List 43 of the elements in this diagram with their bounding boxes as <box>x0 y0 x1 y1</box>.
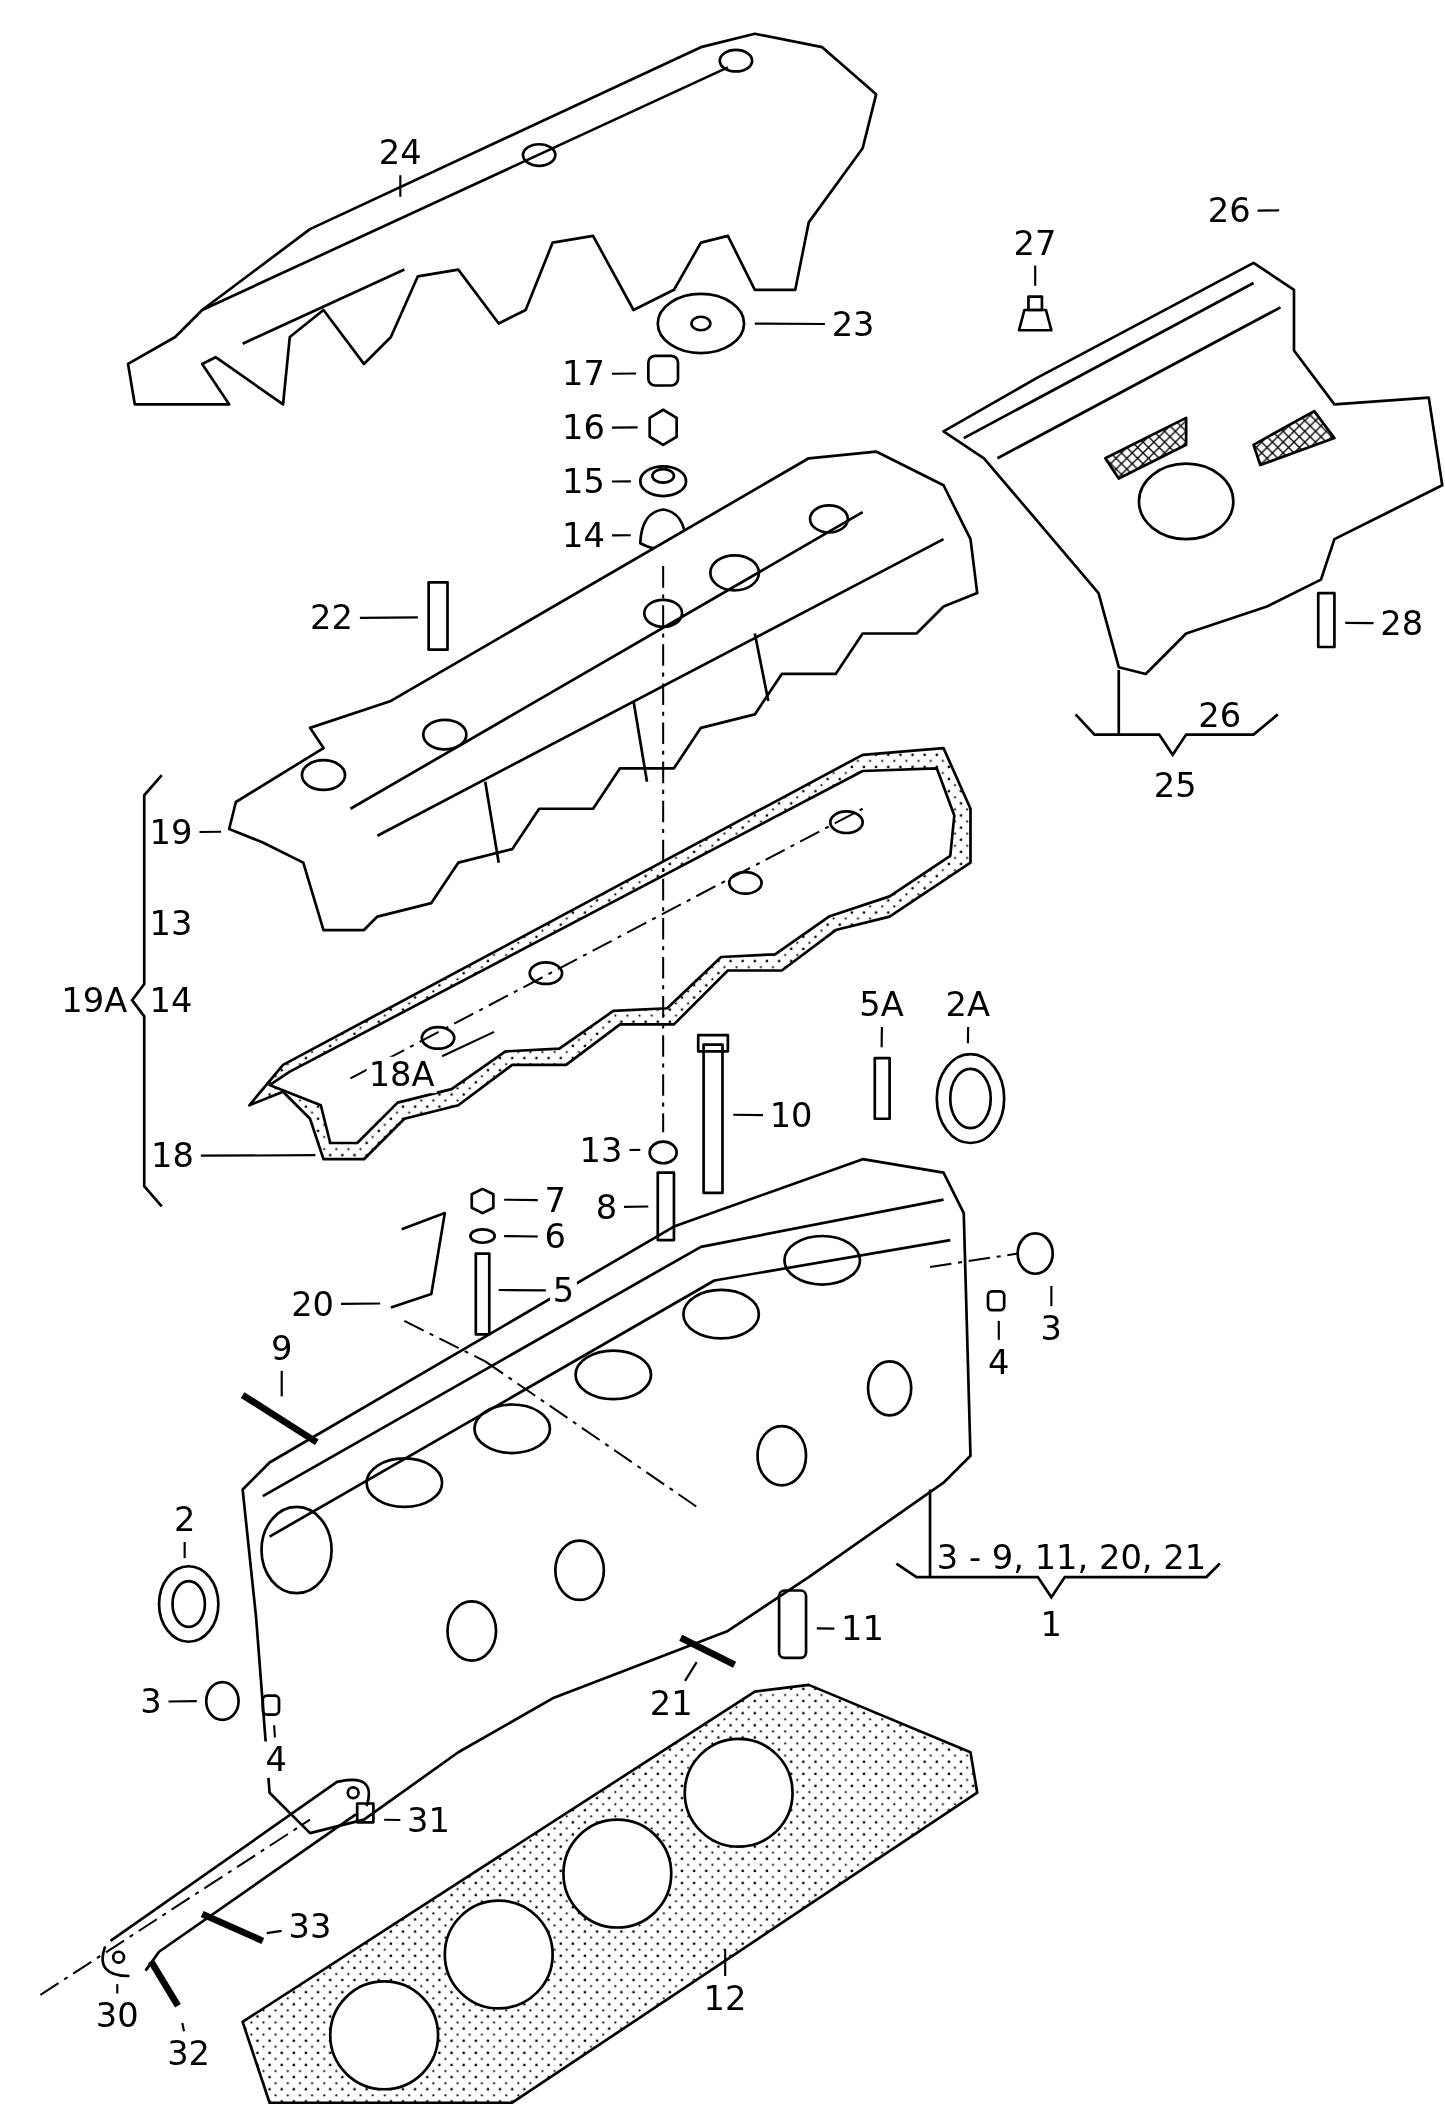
leader-line <box>611 480 631 483</box>
leader-line <box>611 372 637 375</box>
leader-line <box>684 1661 698 1682</box>
callout-number: 25 <box>1153 767 1197 802</box>
leader-line <box>1345 621 1374 625</box>
leader-line <box>199 830 222 834</box>
leader-line <box>880 1027 883 1048</box>
leader-line <box>359 616 418 619</box>
leader-line <box>733 1113 763 1117</box>
leader-line <box>504 1198 538 1202</box>
leader-line <box>183 1542 186 1559</box>
leader-line <box>1050 1285 1053 1307</box>
leader-line <box>181 2022 186 2032</box>
leader-line <box>168 1700 197 1703</box>
leader-line <box>200 1154 316 1157</box>
callout-number: 19A <box>61 983 128 1017</box>
callout-number: 14 <box>149 983 193 1017</box>
callout-number: 13 <box>149 906 193 941</box>
leader-line <box>1034 265 1037 286</box>
leader-line <box>280 1370 283 1397</box>
leader-line <box>724 1949 727 1976</box>
callout-number: 18A <box>365 1056 438 1093</box>
callout-number: 1 <box>1040 1607 1062 1642</box>
leader-line <box>441 1030 495 1058</box>
leader-line <box>504 1235 538 1238</box>
leader-line <box>611 426 638 429</box>
leader-line <box>498 1288 546 1292</box>
leader-line <box>997 1320 1000 1340</box>
leader-line <box>816 1627 835 1630</box>
leader-line <box>266 1929 282 1935</box>
leader-line <box>273 1725 276 1738</box>
leader-line <box>399 175 402 197</box>
leader-line <box>624 1205 649 1208</box>
callout-number: 3 - 9, 11, 20, 21 <box>936 1540 1207 1574</box>
leader-line <box>341 1302 381 1305</box>
leader-line <box>754 322 825 326</box>
leader-line <box>629 1148 641 1152</box>
leader-line <box>1257 209 1280 212</box>
callout-number: 26 <box>1198 697 1242 732</box>
leader-line <box>384 1818 401 1822</box>
leader-line <box>116 1984 119 1994</box>
leader-line <box>966 1027 970 1044</box>
leader-line <box>611 534 631 537</box>
